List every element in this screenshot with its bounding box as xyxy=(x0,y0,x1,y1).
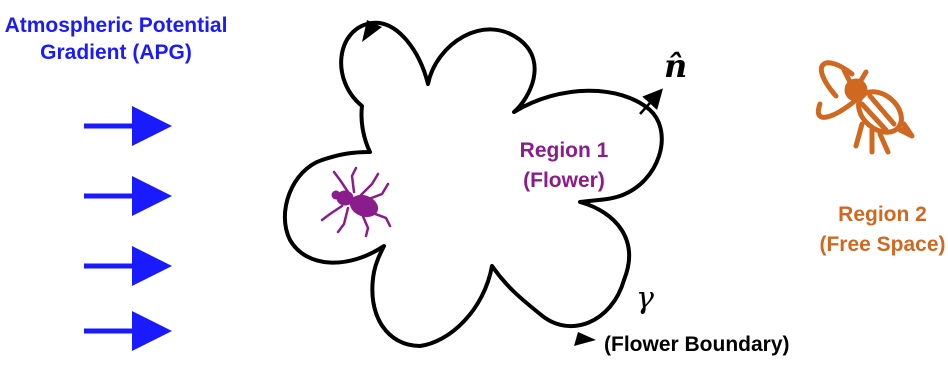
flower-boundary xyxy=(282,20,664,348)
region2-label-line1: Region 2 xyxy=(838,203,927,226)
region1-label-line2: (Flower) xyxy=(523,169,605,192)
apg-arrows xyxy=(84,106,172,351)
apg-label-line2: Gradient (APG) xyxy=(40,41,192,64)
apg-label: Atmospheric Potential Gradient (APG) xyxy=(0,12,232,66)
region1-label-line1: Region 1 xyxy=(519,139,609,162)
boundary-arrowhead-bottom xyxy=(574,332,596,346)
boundary-arrowhead-top xyxy=(362,20,382,42)
spider-icon xyxy=(320,166,392,238)
apg-label-line1: Atmospheric Potential xyxy=(4,14,228,37)
normal-vector-label: n̂ xyxy=(664,47,688,85)
region1-label: Region 1 (Flower) xyxy=(496,136,632,196)
region2-label-line2: (Free Space) xyxy=(819,233,946,256)
boundary-label: (Flower Boundary) xyxy=(604,333,790,356)
boundary-symbol: γ xyxy=(636,281,654,316)
normal-vector-arrow xyxy=(639,88,664,115)
region2-label: Region 2 (Free Space) xyxy=(805,200,948,260)
bee-icon xyxy=(815,60,915,155)
